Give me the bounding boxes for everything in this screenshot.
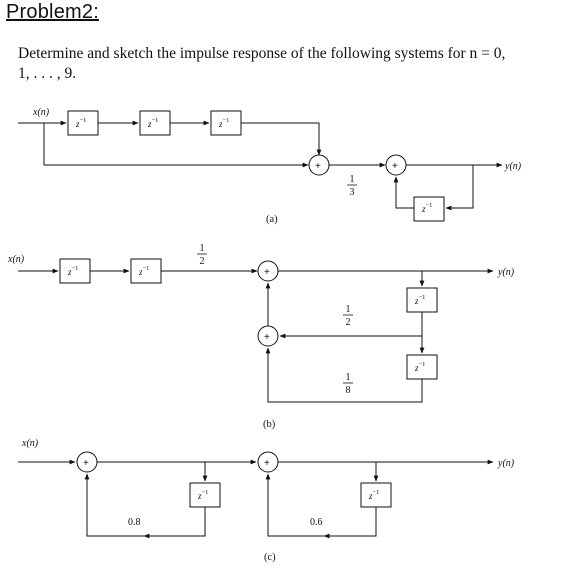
c-gain-1: 0.8 [128, 517, 141, 528]
b-gain-fb1-den: 2 [346, 317, 351, 328]
page-title: Problem2: [6, 1, 99, 23]
c-adder-2-plus: + [264, 458, 270, 469]
c-delay-2-label: z−1 [368, 489, 379, 501]
a-delay-fb [413, 196, 445, 222]
a-caption: (a) [266, 214, 278, 225]
c-caption: (c) [264, 552, 276, 563]
a-gain-den: 3 [350, 187, 355, 198]
b-gain-fb2-den: 8 [346, 385, 351, 396]
a-output-label: y(n) [504, 161, 522, 172]
a-input-label: x(n) [32, 107, 50, 118]
diagram-c [18, 451, 494, 539]
a-fb-return [393, 176, 414, 209]
a-gain-num: 1 [350, 174, 355, 185]
a-adder-1-plus: + [315, 161, 321, 172]
b-adder-bottom-plus: + [264, 332, 270, 343]
b-gain-fb1-num: 1 [346, 304, 351, 315]
c-input-label: x(n) [21, 438, 39, 449]
diagram-b [18, 258, 494, 403]
c-delay-1-label: z−1 [197, 489, 208, 501]
a-fb-tap [445, 165, 474, 211]
a-tap-to-adder [241, 122, 322, 156]
c-fb-1 [84, 473, 206, 537]
c-adder-1-plus: + [83, 458, 89, 469]
b-delay-1-label: z−1 [67, 265, 78, 277]
problem-statement-line2: 1, . . . , 9. [18, 65, 77, 82]
b-gain-fb2-num: 1 [346, 372, 351, 383]
a-adder-2-plus: + [392, 161, 398, 172]
a-delay-2-label: z−1 [147, 117, 158, 129]
b-fb-eighth [265, 347, 423, 403]
b-caption: (b) [263, 419, 276, 430]
b-gain-in-den: 2 [200, 256, 205, 267]
c-fb-2 [265, 473, 377, 537]
b-adder-top-plus: + [264, 267, 270, 278]
a-delay-1-label: z−1 [75, 117, 86, 129]
diagram-a [18, 110, 503, 222]
b-delay-2-label: z−1 [138, 265, 149, 277]
b-delay-3-label: z−1 [414, 294, 425, 306]
a-delay-fb-label: z−1 [421, 202, 432, 214]
a-delay-3-label: z−1 [218, 117, 229, 129]
b-output-label: y(n) [497, 267, 515, 278]
b-delay-4-label: z−1 [414, 361, 425, 373]
c-output-label: y(n) [497, 458, 515, 469]
a-direct-path [43, 123, 309, 168]
c-gain-2: 0.6 [310, 517, 323, 528]
b-input-label: x(n) [7, 254, 25, 265]
b-gain-in-num: 1 [200, 243, 205, 254]
problem-statement-line1: Determine and sketch the impulse respons… [18, 45, 506, 62]
